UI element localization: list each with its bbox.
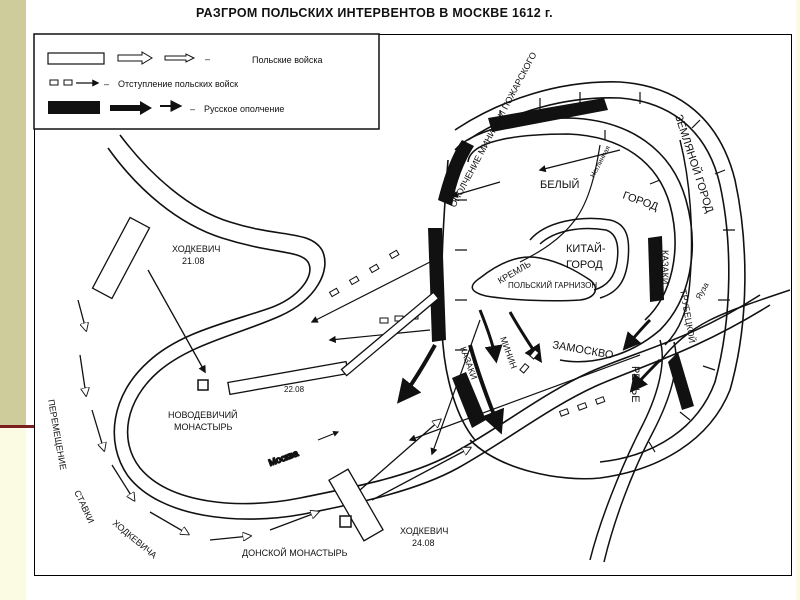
- khodkevich-position-1: [91, 216, 151, 300]
- militia-arrow: [328, 329, 431, 344]
- label-kazaki-1: КАЗАКИ: [660, 250, 670, 284]
- label-date-2: 22.08: [284, 385, 305, 394]
- russian-militia-positions: [428, 98, 694, 428]
- slide-side-decor: [0, 0, 26, 425]
- khodkevich-position-3: [328, 468, 384, 542]
- label-belyi-gorod-2: ГОРОД: [621, 190, 660, 214]
- khodkevich-arrow: [359, 420, 440, 491]
- legend-militia-label: Русское ополчение: [204, 104, 284, 114]
- novodevichy-monastery-icon: [197, 379, 209, 391]
- polish-column: [340, 291, 440, 377]
- legend: – Польские войска – Отступление польских…: [33, 33, 380, 130]
- polish-troops: [77, 216, 470, 542]
- militia-arrow: [468, 344, 505, 435]
- label-khodkevich-2: ХОДКЕВИЧ: [400, 526, 448, 536]
- label-minin: МИНИН: [498, 335, 519, 370]
- relocation-arrow: [209, 536, 250, 540]
- label-zamoskvorechye-1: ЗАМОСКВО: [551, 339, 614, 362]
- donskoy-monastery-icon: [339, 515, 352, 528]
- label-kitai-2: ГОРОД: [566, 259, 603, 271]
- label-donskoy: ДОНСКОЙ МОНАСТЫРЬ: [242, 547, 348, 558]
- zemlyanoi-gorod-wall: [454, 81, 746, 480]
- label-relocation-2: СТАВКИ: [72, 489, 96, 525]
- map-title: РАЗГРОМ ПОЛЬСКИХ ИНТЕРВЕНТОВ В МОСКВЕ 16…: [196, 6, 553, 20]
- militia-arrow: [508, 311, 542, 363]
- relocation-arrow: [111, 464, 134, 500]
- khodkevich-arrow: [147, 269, 206, 374]
- zamoskvorechye-road: [589, 339, 663, 561]
- label-khodkevich-1: ХОДКЕВИЧ: [172, 244, 220, 254]
- relocation-arrow: [79, 354, 86, 395]
- label-yauza: Яуза: [694, 281, 711, 301]
- legend-polish-arrow: [117, 51, 153, 65]
- legend-polish-dash: –: [205, 54, 210, 64]
- label-zemlyanoi-gorod: ЗЕМЛЯНОЙ ГОРОД: [672, 113, 716, 215]
- militia-bar: [452, 372, 486, 428]
- label-neglinnaya: Неглинная: [590, 145, 613, 179]
- relocation-arrow: [91, 409, 104, 450]
- khodkevich-arrow: [371, 448, 470, 501]
- moskva-river-label: Москва: [267, 448, 299, 468]
- label-belyi-gorod-1: БЕЛЫЙ: [540, 178, 579, 191]
- militia-arrow: [622, 318, 652, 351]
- label-date-1: 21.08: [182, 256, 205, 266]
- militia-arrow: [408, 354, 641, 442]
- militia-arrow: [478, 309, 503, 364]
- legend-militia-dash: –: [190, 104, 195, 114]
- label-garrison: ПОЛЬСКИЙ ГАРНИЗОН: [508, 281, 597, 290]
- militia-arrows: [310, 149, 662, 456]
- legend-retreat-dash: –: [104, 79, 109, 89]
- legend-polish-arrow-small: [164, 53, 196, 63]
- label-novodevichy-1: НОВОДЕВИЧИЙ: [168, 409, 238, 420]
- militia-arrow: [430, 319, 481, 456]
- label-relocation-3: ХОДКЕВИЧА: [111, 518, 159, 561]
- militia-arrow: [538, 149, 621, 173]
- river-flow-arrow: [317, 430, 340, 441]
- militia-arrow: [629, 358, 662, 393]
- legend-retreat-label: Отступление польских войск: [118, 79, 238, 89]
- legend-retreat-mark: [63, 79, 73, 86]
- militia-arrow: [450, 181, 501, 198]
- militia-arrow: [310, 261, 431, 323]
- label-novodevichy-2: МОНАСТЫРЬ: [174, 422, 232, 432]
- militia-bar: [438, 140, 474, 206]
- relocation-arrow: [77, 299, 86, 330]
- label-relocation-1: ПЕРЕМЕЩЕНИЕ: [46, 399, 68, 471]
- label-kitai-1: КИТАЙ-: [566, 242, 606, 255]
- militia-bar: [428, 228, 446, 342]
- kremlin-wall: [471, 256, 597, 302]
- label-date-3: 24.08: [412, 538, 435, 548]
- kitai-gorod-wall-inner: [539, 227, 619, 291]
- yauza-river-2: [664, 139, 693, 346]
- zemlyanoi-gorod-wall-inner: [467, 97, 730, 463]
- kitai-gorod-wall: [529, 217, 630, 299]
- relocation-arrow: [149, 511, 188, 534]
- militia-arrow: [397, 344, 437, 404]
- neglinnaya-river: [519, 144, 601, 263]
- relocation-arrow: [269, 512, 318, 531]
- militia-bar: [488, 98, 608, 132]
- yauza-river: [659, 289, 791, 363]
- slide-accent-line: [0, 425, 36, 428]
- label-zamoskvorechye-2: РЕЧЬЕ: [629, 366, 641, 403]
- legend-militia-arrow: [110, 101, 152, 115]
- militia-bar-trubetskoy: [668, 352, 694, 410]
- legend-retreat-mark: [49, 79, 59, 86]
- legend-militia-bar: [48, 101, 100, 114]
- legend-polish-bar: [47, 52, 105, 65]
- belyi-gorod-wall-3: [467, 133, 676, 321]
- label-militia: ОПОЛЧЕНИЕ МИНИНА И ПОЖАРСКОГО: [448, 50, 539, 208]
- legend-polish-label: Польские войска: [252, 55, 323, 65]
- militia-bar-kazaki: [648, 236, 664, 302]
